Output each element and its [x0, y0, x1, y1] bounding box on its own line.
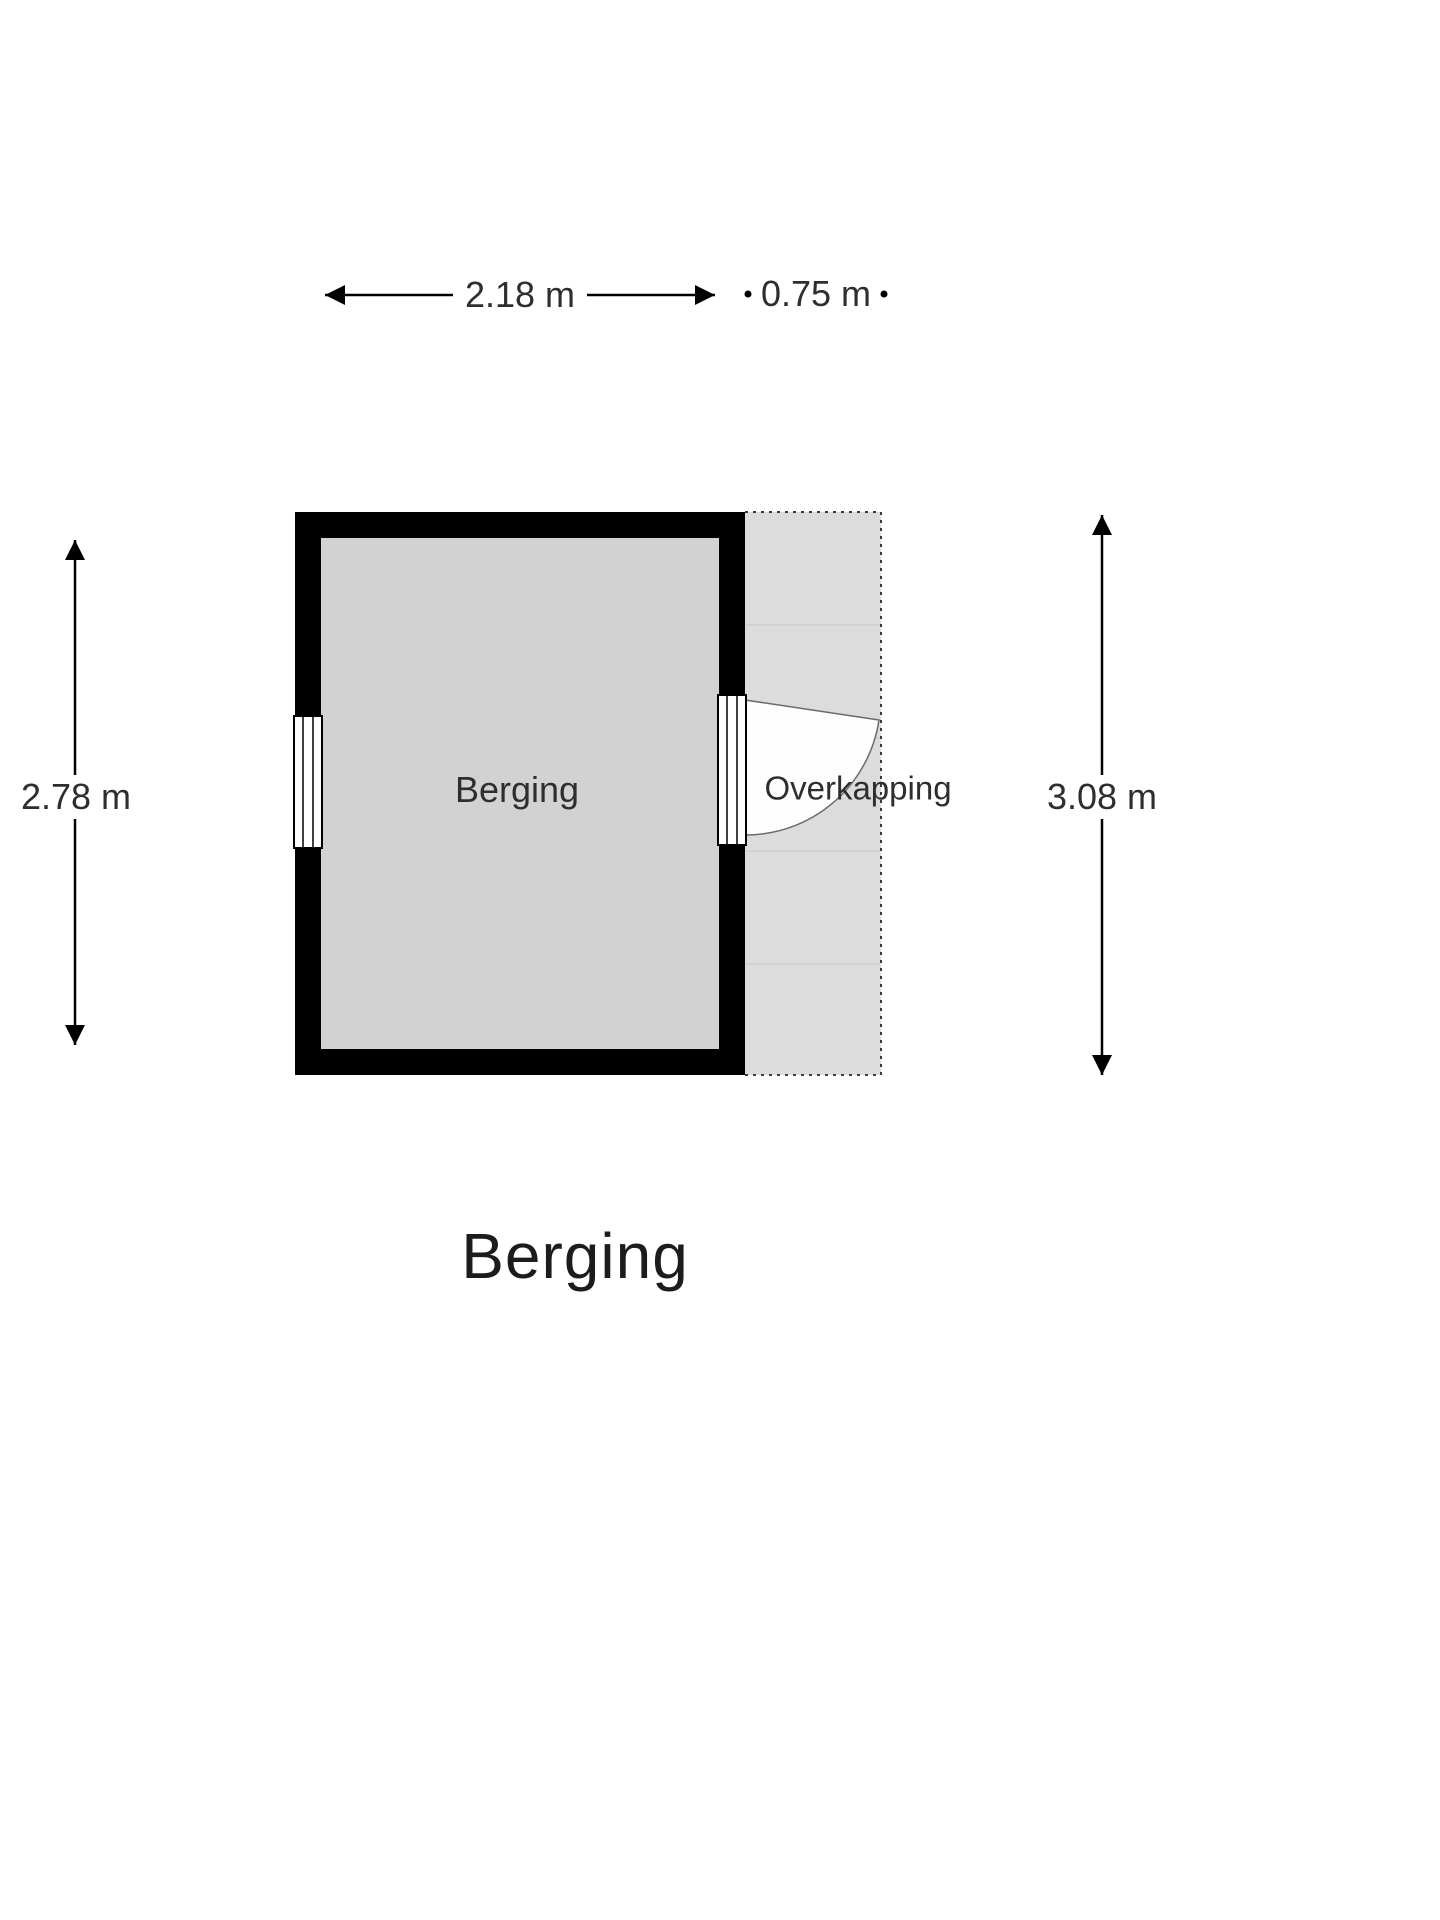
dimension-label-interior-height: 2.78 m [8, 775, 144, 819]
door-frame [717, 694, 747, 846]
room-label-berging: Berging [454, 769, 580, 810]
berging-room-floor [321, 538, 719, 1049]
right-wall-door-frame [717, 694, 747, 846]
window-frame [293, 715, 323, 849]
dimension-label-total-height: 3.08 m [1034, 775, 1170, 819]
dimension-label-canopy-width: 0.75 m [760, 273, 872, 314]
canopy-dimension-tick-right [880, 290, 888, 298]
canopy-dashed-border [745, 511, 882, 1076]
dimension-label-top-width: 2.18 m [452, 273, 588, 317]
door-swing-arc [744, 699, 880, 836]
room-label-overkapping: Overkapping [764, 769, 952, 807]
left-wall-window [293, 715, 323, 849]
floorplan-title: Berging [461, 1220, 689, 1292]
canopy-dimension-tick-left [744, 290, 752, 298]
